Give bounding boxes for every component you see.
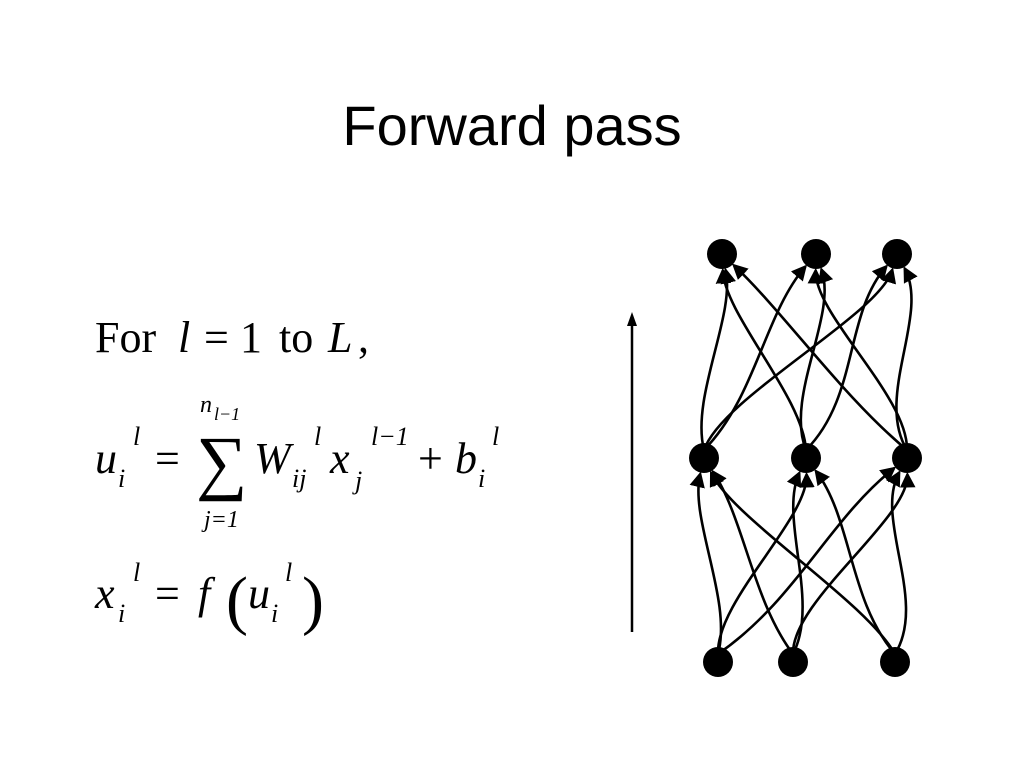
bias-subscript: i <box>478 464 485 493</box>
output-node-2 <box>801 239 831 269</box>
sum-symbol: ∑ <box>196 422 247 502</box>
network-nodes <box>689 239 922 677</box>
u-subscript: i <box>118 464 125 493</box>
connection-l2-n3-to-n3 <box>895 266 918 452</box>
u-symbol: u <box>95 434 117 483</box>
x-superscript: l−1 <box>371 422 409 451</box>
left-paren: ( <box>226 564 248 637</box>
x-output-subscript: i <box>118 599 125 628</box>
right-paren: ) <box>302 564 324 637</box>
loop-equals: = <box>204 313 229 362</box>
connection-l2-n1-to-n3 <box>702 267 897 452</box>
x-subscript: j <box>352 466 362 495</box>
sum-upper-subscript: l−1 <box>214 404 240 424</box>
connection-l1-n3-to-n1 <box>709 470 897 656</box>
for-word: For <box>95 313 156 362</box>
input-node-2 <box>778 647 808 677</box>
upward-arrow-icon <box>627 312 637 632</box>
plus-sign: + <box>418 434 443 483</box>
forward-pass-equations: For l = 1 to L , u i l = ∑ n l−1 j=1 W i… <box>94 313 499 637</box>
input-node-3 <box>880 647 910 677</box>
network-diagram <box>689 239 922 677</box>
u-arg-superscript: l <box>285 558 292 587</box>
hidden-node-1 <box>689 443 719 473</box>
preactivation-equation: u i l = ∑ n l−1 j=1 W ij l x j l−1 + b i… <box>95 392 499 533</box>
bias-symbol: b <box>455 434 477 483</box>
weight-superscript: l <box>314 422 321 451</box>
x-symbol: x <box>329 434 350 483</box>
connection-l1-n1-to-n3 <box>716 466 897 656</box>
connection-l2-n3-to-n1 <box>732 263 909 452</box>
u-arg-symbol: u <box>248 569 270 618</box>
slide-title: Forward pass <box>342 94 682 157</box>
u-arg-subscript: i <box>271 599 278 628</box>
u-superscript: l <box>133 422 140 451</box>
input-node-1 <box>703 647 733 677</box>
hidden-node-3 <box>892 443 922 473</box>
loop-start: 1 <box>240 313 262 362</box>
connection-l2-n1-to-n2 <box>702 264 808 452</box>
activation-equation: x i l = f ( u i l ) <box>94 558 324 637</box>
connection-l2-n2-to-n2 <box>799 267 834 452</box>
equals-sign: = <box>155 434 180 483</box>
loop-comma: , <box>358 313 369 362</box>
connection-l1-n1-to-n1 <box>689 471 723 656</box>
x-output-superscript: l <box>133 558 140 587</box>
connection-l1-n3-to-n2 <box>814 469 897 656</box>
bias-superscript: l <box>492 422 499 451</box>
to-word: to <box>279 313 313 362</box>
output-node-3 <box>882 239 912 269</box>
function-f: f <box>198 569 216 618</box>
sum-upper-n: n <box>200 392 212 418</box>
connection-l1-n1-to-n2 <box>716 471 815 656</box>
weight-symbol: W <box>254 434 294 483</box>
connection-l2-n3-to-n2 <box>807 267 909 452</box>
connection-l1-n3-to-n3 <box>886 470 908 656</box>
hidden-node-2 <box>791 443 821 473</box>
sum-lower-limit: j=1 <box>201 507 239 533</box>
connection-l2-n2-to-n3 <box>804 264 888 452</box>
loop-end: L <box>327 313 352 362</box>
weight-subscript: ij <box>292 464 306 493</box>
output-node-1 <box>707 239 737 269</box>
network-edges <box>689 263 918 656</box>
equals-sign-2: = <box>155 569 180 618</box>
loop-variable: l <box>178 313 190 362</box>
loop-statement: For l = 1 to L , <box>95 313 369 362</box>
connection-l1-n2-to-n3 <box>791 471 916 656</box>
x-output-symbol: x <box>94 569 115 618</box>
